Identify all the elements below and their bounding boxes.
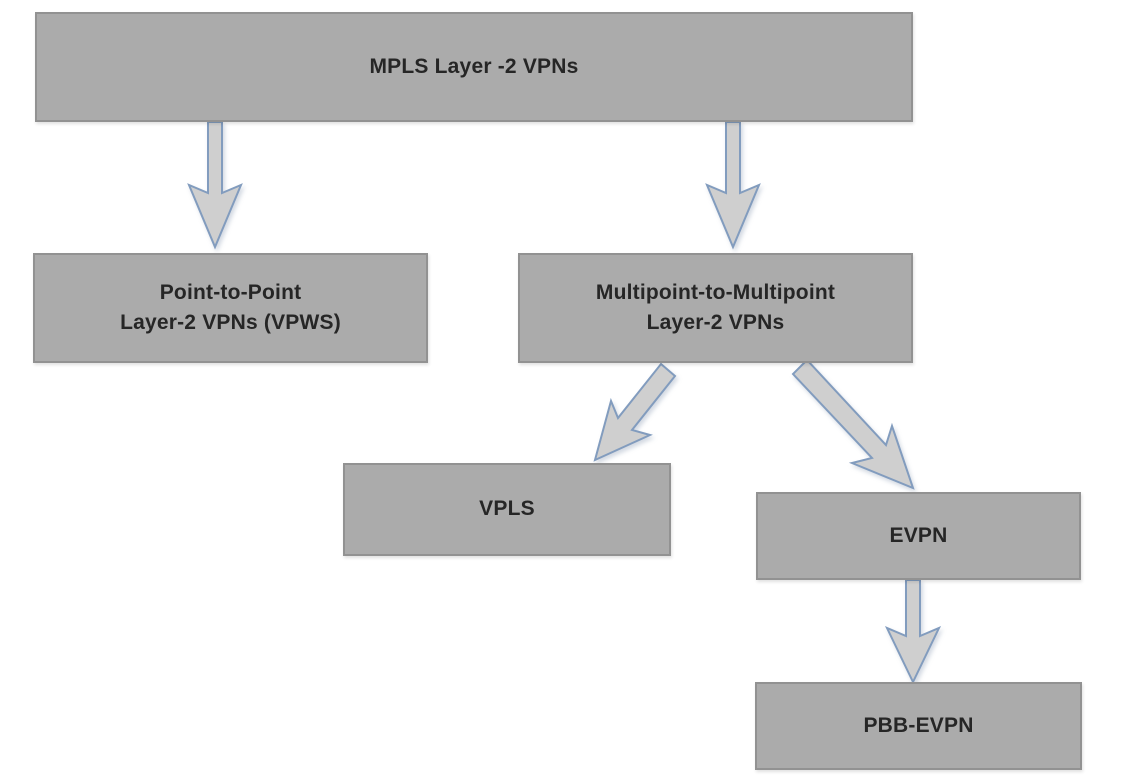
node-evpn-label: EVPN [889, 523, 948, 547]
arrow-mpls-to-mp2mp [705, 121, 761, 250]
node-vpls: VPLS [343, 463, 671, 556]
node-evpn: EVPN [756, 492, 1081, 580]
node-mpls-layer2-vpns: MPLS Layer -2 VPNs [35, 12, 913, 122]
arrow-mp2mp-to-vpls [593, 362, 677, 462]
arrow-mpls-to-p2p [187, 121, 243, 250]
node-pbb-evpn: PBB-EVPN [755, 682, 1082, 770]
node-mpls-label: MPLS Layer -2 VPNs [369, 54, 579, 78]
node-vpls-label: VPLS [479, 497, 535, 521]
arrow-mp2mp-to-evpn [791, 358, 915, 490]
node-p2p-label: Point-to-Point Layer-2 VPNs (VPWS) [120, 280, 341, 334]
node-pbb-label: PBB-EVPN [863, 713, 974, 737]
node-point-to-point-vpws: Point-to-Point Layer-2 VPNs (VPWS) [33, 253, 428, 363]
arrow-evpn-to-pbb [884, 579, 942, 685]
node-multipoint-to-multipoint: Multipoint-to-Multipoint Layer-2 VPNs [518, 253, 913, 363]
node-mp2mp-label: Multipoint-to-Multipoint Layer-2 VPNs [595, 280, 836, 334]
